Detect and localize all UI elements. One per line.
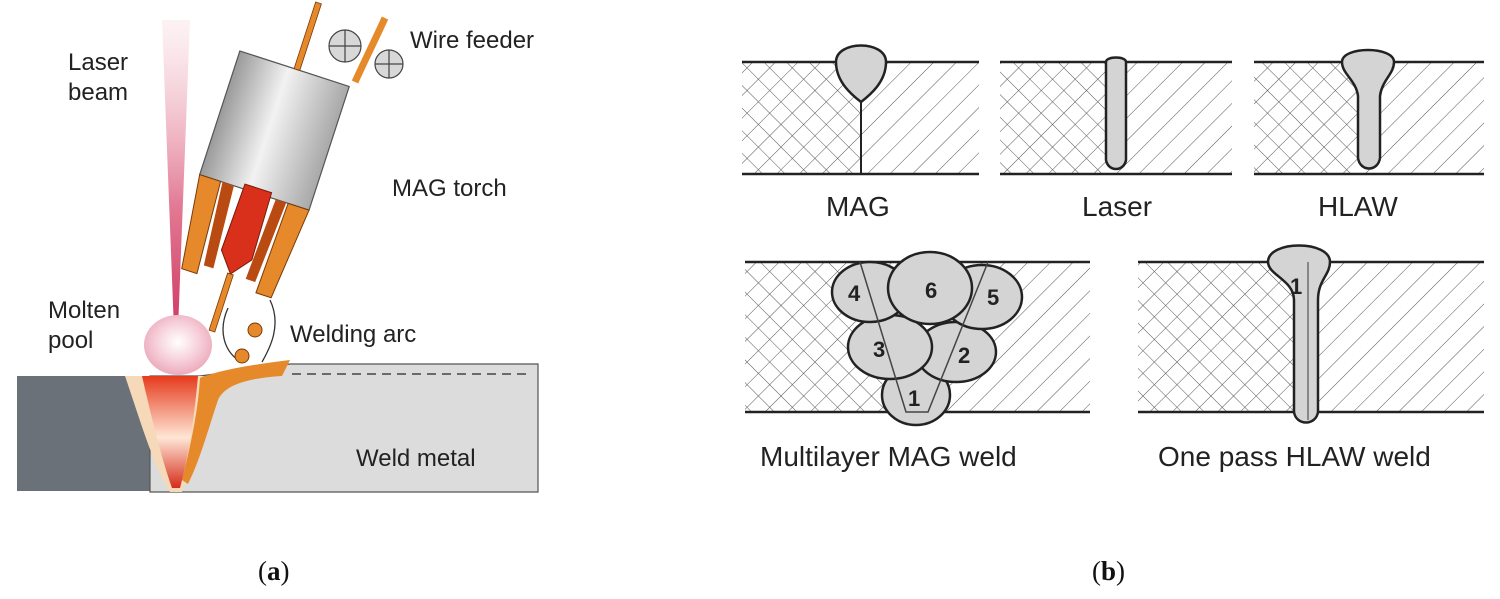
one-pass-section: 1	[1138, 244, 1484, 424]
laser-beam	[162, 20, 190, 330]
wire-feeder-label: Wire feeder	[410, 27, 534, 54]
mag-label: MAG	[826, 191, 890, 222]
caption-a: (a)	[258, 556, 290, 586]
hlaw-bead-number: 1	[1290, 274, 1302, 299]
joint-outline	[859, 261, 989, 413]
droplet-2	[234, 348, 250, 364]
bead-3	[846, 313, 934, 381]
mag-bead	[834, 44, 888, 104]
laser-beam-label-2: beam	[68, 79, 128, 106]
laser-section	[1000, 56, 1232, 176]
torch-nozzle-right	[255, 202, 310, 299]
hlaw-bead	[1340, 48, 1396, 170]
bead-number-5: 5	[987, 285, 999, 310]
bead-number-3: 3	[873, 337, 885, 362]
droplet-1	[247, 322, 263, 338]
multilayer-label: Multilayer MAG weld	[760, 441, 1017, 472]
torch-nozzle-left	[181, 173, 222, 275]
hlaw-section	[1254, 48, 1484, 176]
wire-below-tip	[208, 272, 234, 333]
panel-b: MAG Laser HLAW 1 2 3 4 5 6	[742, 44, 1484, 586]
weld-metal-label: Weld metal	[356, 445, 476, 472]
multilayer-section: 1 2 3 4 5 6	[745, 250, 1090, 427]
keyhole	[142, 376, 198, 488]
torch-inner-right	[245, 199, 287, 283]
panel-a: Laser beam Wire feeder MAG torch Molten …	[17, 1, 539, 586]
plasma-plume	[144, 315, 212, 375]
bead-number-6: 6	[925, 278, 937, 303]
one-pass-label: One pass HLAW weld	[1158, 441, 1431, 472]
mag-torch	[181, 1, 350, 333]
bead-number-2: 2	[958, 343, 970, 368]
bead-number-4: 4	[848, 281, 861, 306]
one-pass-bead	[1266, 244, 1332, 424]
hlaw-label: HLAW	[1318, 191, 1398, 222]
mag-section	[742, 44, 979, 176]
laser-beam-label-1: Laser	[68, 49, 128, 76]
laser-label: Laser	[1082, 191, 1152, 222]
wire-feeder-rollers	[328, 29, 404, 79]
laser-bead	[1104, 56, 1128, 171]
molten-pool-label-2: pool	[48, 327, 93, 354]
molten-pool-orange	[182, 360, 290, 484]
contact-tip	[220, 183, 273, 275]
bead-6	[886, 250, 974, 326]
mag-torch-label: MAG torch	[392, 175, 507, 202]
welding-arc-label: Welding arc	[290, 321, 416, 348]
molten-pool-label-1: Molten	[48, 297, 120, 324]
wire-in-torch	[293, 1, 322, 71]
wire	[351, 16, 389, 84]
torch-inner-left	[203, 182, 234, 269]
bead-number-1: 1	[908, 386, 920, 411]
caption-b: (b)	[1092, 556, 1125, 586]
